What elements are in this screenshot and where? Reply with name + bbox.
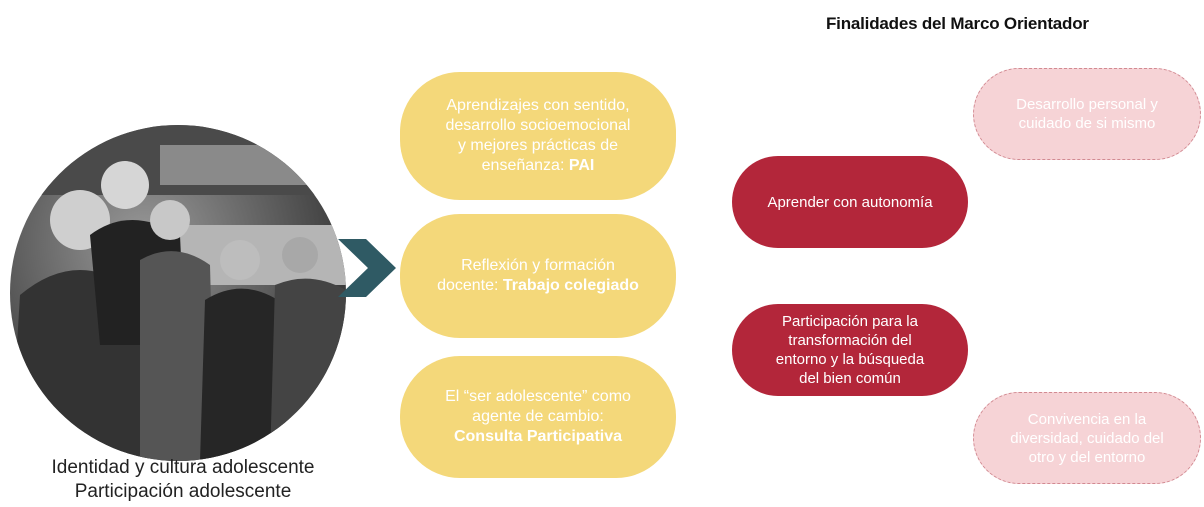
diagram-title: Finalidades del Marco Orientador [826,14,1089,33]
photo-caption: Identidad y cultura adolescente Particip… [18,456,348,504]
red-item-aprender-autonomia: Aprender con autonomía [732,156,968,248]
yellow-item-line: y mejores prácticas de [457,137,619,154]
yellow-item-prefix: enseñanza: [481,157,569,174]
yellow-item-bold: PAI [568,157,595,174]
caption-line-1: Identidad y cultura adolescente [51,457,315,478]
yellow-item-line: docente: Trabajo colegiado [437,276,639,296]
red-item-line: transformación del [788,332,912,349]
pink-item-line: Desarrollo personal y [1016,96,1158,113]
red-item-line: entorno y la búsqueda [775,351,925,368]
students-photo-icon [10,125,346,461]
pink-item-line: otro y del entorno [1028,448,1146,466]
yellow-item-pai: Aprendizajes con sentido, desarrollo soc… [400,72,676,200]
yellow-item-prefix: docente: [437,277,503,294]
yellow-item-bold: Trabajo colegiado [502,277,639,294]
caption-line-2: Participación adolescente [74,481,292,502]
pink-item-line: diversidad, cuidado del [1010,429,1164,447]
yellow-item-consulta-participativa: El “ser adolescente” como agente de camb… [400,356,676,478]
pink-item-desarrollo-personal: Desarrollo personal y cuidado de si mism… [973,68,1201,160]
pink-item-convivencia: Convivencia en la diversidad, cuidado de… [973,392,1201,484]
yellow-item-line: Aprendizajes con sentido, [446,97,630,114]
pink-item-line: Convivencia en la [1027,410,1147,428]
yellow-item-line: Reflexión y formación [461,257,615,274]
red-item-text: Aprender con autonomía [767,193,933,211]
students-photo [10,125,346,461]
chevron-right-icon [338,239,396,297]
yellow-item-line: enseñanza: PAI [482,156,595,176]
red-item-line: Participación para la [782,313,918,330]
yellow-item-line: agente de cambio: [472,408,604,425]
pink-item-line: cuidado de si mismo [1018,115,1156,132]
yellow-item-line: desarrollo socioemocional [445,117,631,134]
yellow-item-bold: Consulta Participativa [453,428,623,445]
yellow-item-trabajo-colegiado: Reflexión y formación docente: Trabajo c… [400,214,676,338]
red-item-participacion: Participación para la transformación del… [732,304,968,396]
yellow-item-line: El “ser adolescente” como [445,388,631,405]
red-item-line: del bien común [799,370,901,387]
